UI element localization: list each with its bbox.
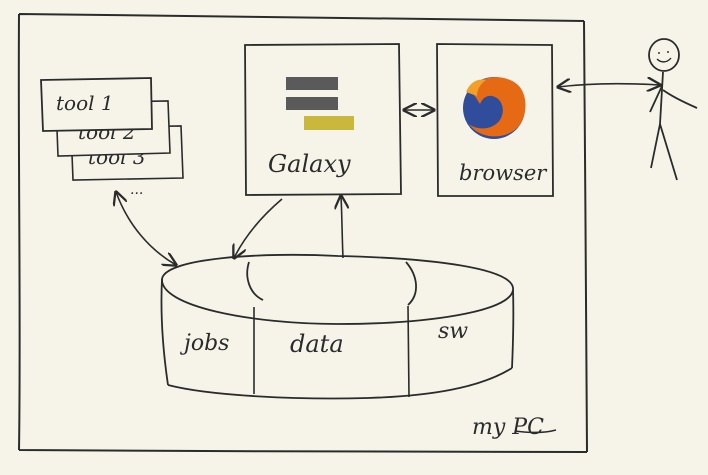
browser-label: browser: [459, 161, 548, 185]
tools-storage-arrow: [116, 192, 176, 265]
stick-figure-icon: [648, 38, 698, 181]
tool-card-1: [40, 77, 153, 132]
galaxy-label: Galaxy: [268, 150, 351, 178]
tool-stack: tool 3 tool 2 tool 1 ...: [40, 77, 184, 198]
tool-stack-ellipsis: ...: [130, 182, 143, 198]
tool-card-1-label: tool 1: [56, 91, 114, 115]
storage-jobs-label: jobs: [179, 331, 229, 356]
galaxy-box: Galaxy: [244, 43, 402, 196]
my-pc-underline: [514, 429, 557, 434]
storage-cylinder: [160, 253, 515, 400]
browser-box: browser: [436, 43, 554, 197]
my-pc-label: my PC: [472, 415, 544, 440]
galaxy-to-storage-arrow: [234, 198, 283, 258]
storage-data-label: data: [290, 330, 344, 358]
storage-sw-label: sw: [438, 319, 468, 344]
storage-to-galaxy-arrow: [341, 196, 343, 259]
my-pc-boundary: [17, 13, 588, 453]
browser-user-arrow: [558, 84, 660, 87]
galaxy-logo-icon: [286, 77, 354, 130]
firefox-logo-icon: [463, 77, 526, 139]
